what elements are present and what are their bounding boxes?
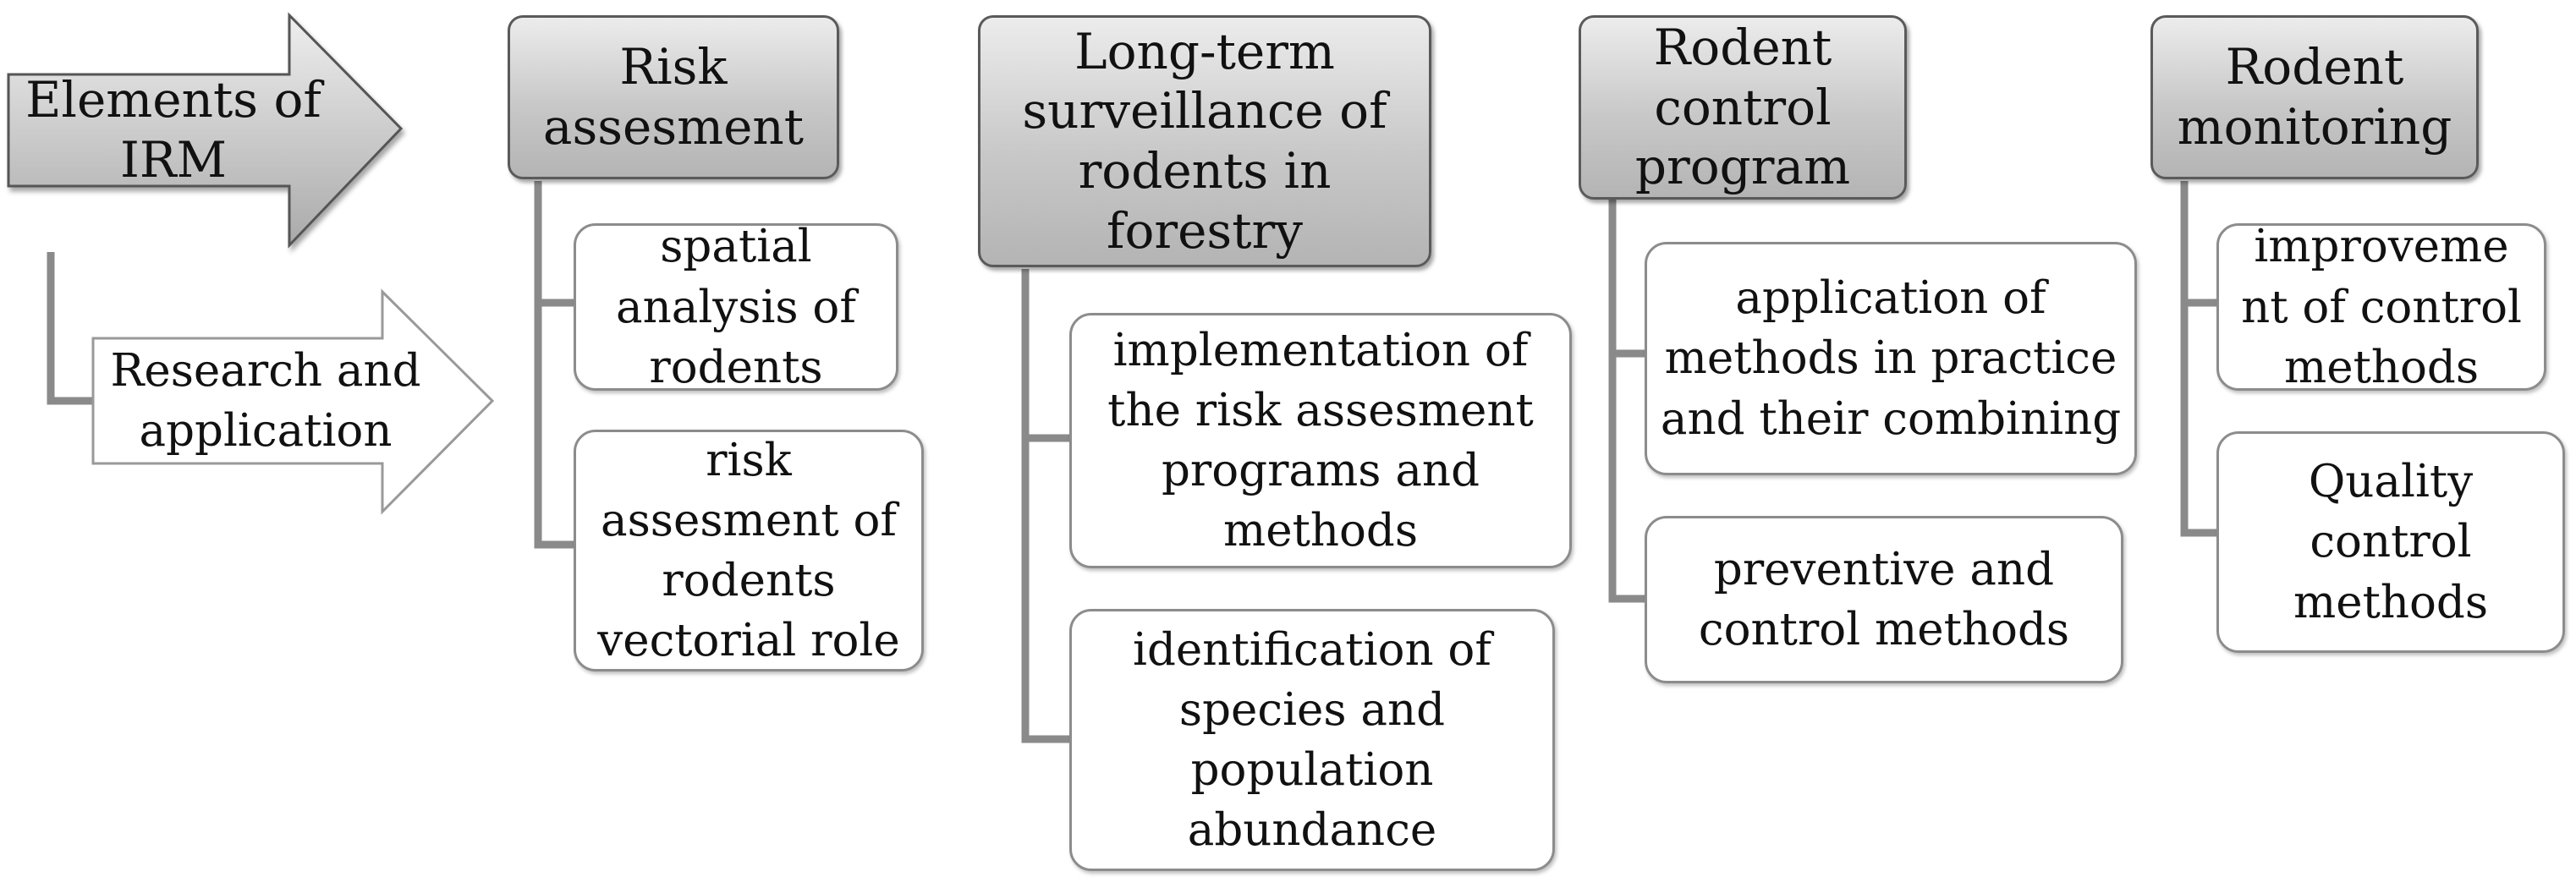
risk-assesment-title: Risk assesment bbox=[542, 38, 805, 156]
risk-assesment-connector bbox=[534, 181, 575, 549]
control-program-title: Rodent control program bbox=[1634, 18, 1851, 196]
preventive-methods-text: preventive and control methods bbox=[1698, 543, 2070, 655]
surveillance-header: Long-term surveillance of rodents in for… bbox=[978, 15, 1431, 267]
monitoring-header: Rodent monitoring bbox=[2150, 15, 2479, 179]
spatial-analysis-box: spatial analysis of rodents bbox=[574, 223, 898, 391]
spatial-analysis-text: spatial analysis of rodents bbox=[616, 223, 856, 391]
column-connectors bbox=[534, 181, 2218, 743]
surveillance-title: Long-term surveillance of rodents in for… bbox=[1022, 22, 1387, 260]
research-and-application-text: Research and application bbox=[110, 344, 421, 457]
improvement-text: improveme nt of control methods bbox=[2241, 223, 2522, 391]
control-program-header: Rodent control program bbox=[1579, 15, 1907, 200]
identification-box: identification of species and population… bbox=[1069, 609, 1555, 871]
risk-assesment-header: Risk assesment bbox=[508, 15, 839, 179]
vectorial-role-box: risk assesment of rodents vectorial role bbox=[574, 430, 924, 671]
application-methods-text: application of methods in practice and t… bbox=[1660, 272, 2122, 445]
quality-control-box: Quality control methods bbox=[2216, 431, 2565, 653]
implementation-text: implementation of the risk assesment pro… bbox=[1107, 324, 1534, 557]
application-methods-box: application of methods in practice and t… bbox=[1645, 242, 2137, 475]
control-program-connector bbox=[1608, 200, 1646, 603]
improvement-box: improveme nt of control methods bbox=[2216, 223, 2546, 391]
quality-control-text: Quality control methods bbox=[2293, 456, 2489, 628]
elements-arrow-shape bbox=[7, 12, 404, 249]
vectorial-role-text: risk assesment of rodents vectorial role bbox=[597, 434, 900, 667]
identification-text: identification of species and population… bbox=[1133, 623, 1491, 857]
research-arrow-shape bbox=[91, 288, 495, 515]
preventive-methods-box: preventive and control methods bbox=[1645, 516, 2123, 683]
elements-of-irm-text: Elements of IRM bbox=[25, 71, 321, 189]
research-and-application-label: Research and application bbox=[96, 337, 435, 465]
elements-to-research-connector bbox=[47, 252, 93, 405]
monitoring-connector bbox=[2180, 181, 2218, 537]
elements-of-irm-label: Elements of IRM bbox=[17, 56, 330, 205]
implementation-box: implementation of the risk assesment pro… bbox=[1069, 313, 1572, 568]
monitoring-title: Rodent monitoring bbox=[2177, 38, 2452, 156]
surveillance-connector bbox=[1021, 269, 1071, 743]
